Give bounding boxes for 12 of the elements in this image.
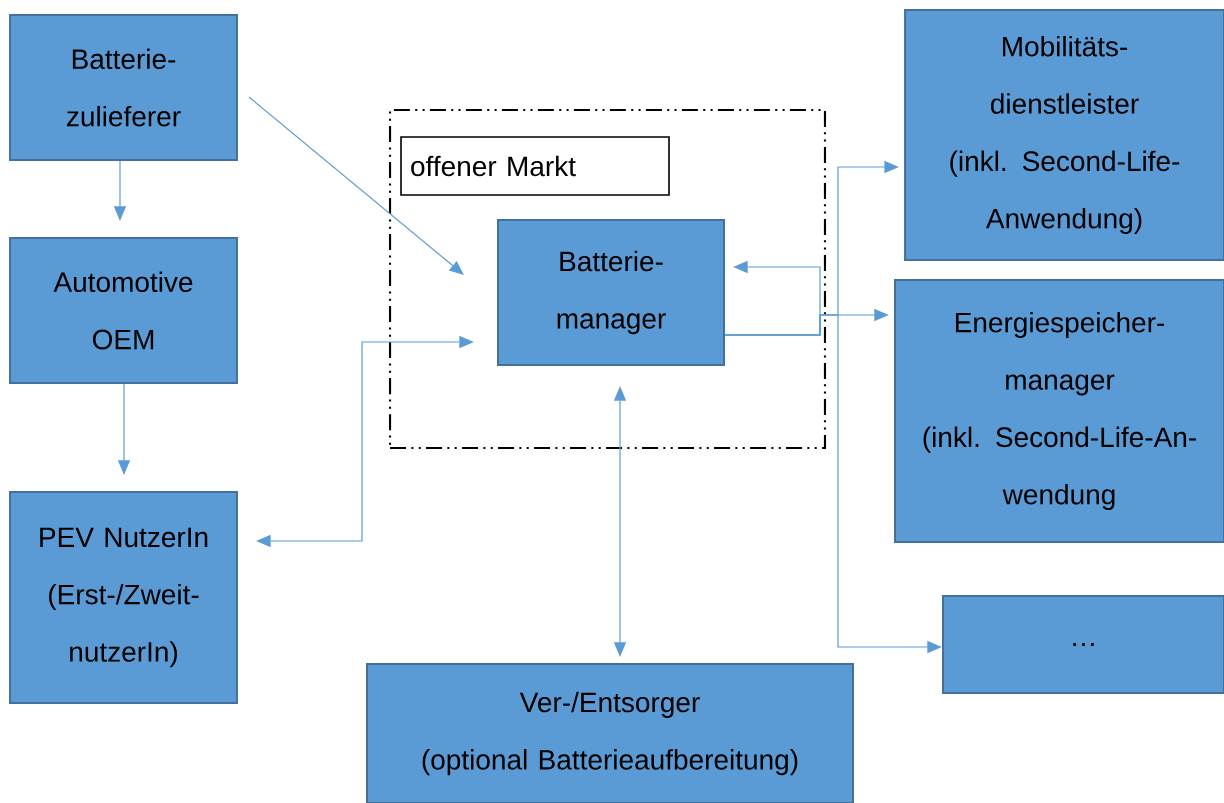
arrow	[256, 335, 474, 548]
market-frame	[388, 108, 827, 450]
arrow	[248, 96, 464, 275]
label-box: offener Markt	[400, 136, 670, 196]
process-box: Automotive OEM	[9, 236, 238, 385]
process-box: PEV NutzerIn (Erst-/Zweit- nutzerIn)	[9, 491, 238, 704]
process-box: Mobilitäts- dienstleister (inkl. Second-Life- Anwendung)	[904, 9, 1224, 261]
process-box: Batterie- zulieferer	[9, 13, 238, 161]
process-box: Energiespeicher- manager (inkl. Second-Life-An- wendung	[894, 279, 1224, 543]
process-box: …	[942, 594, 1224, 695]
process-box: Batterie- manager	[497, 218, 725, 367]
process-box: Ver-/Entsorger (optional Batterieaufbereitung)	[366, 663, 854, 803]
